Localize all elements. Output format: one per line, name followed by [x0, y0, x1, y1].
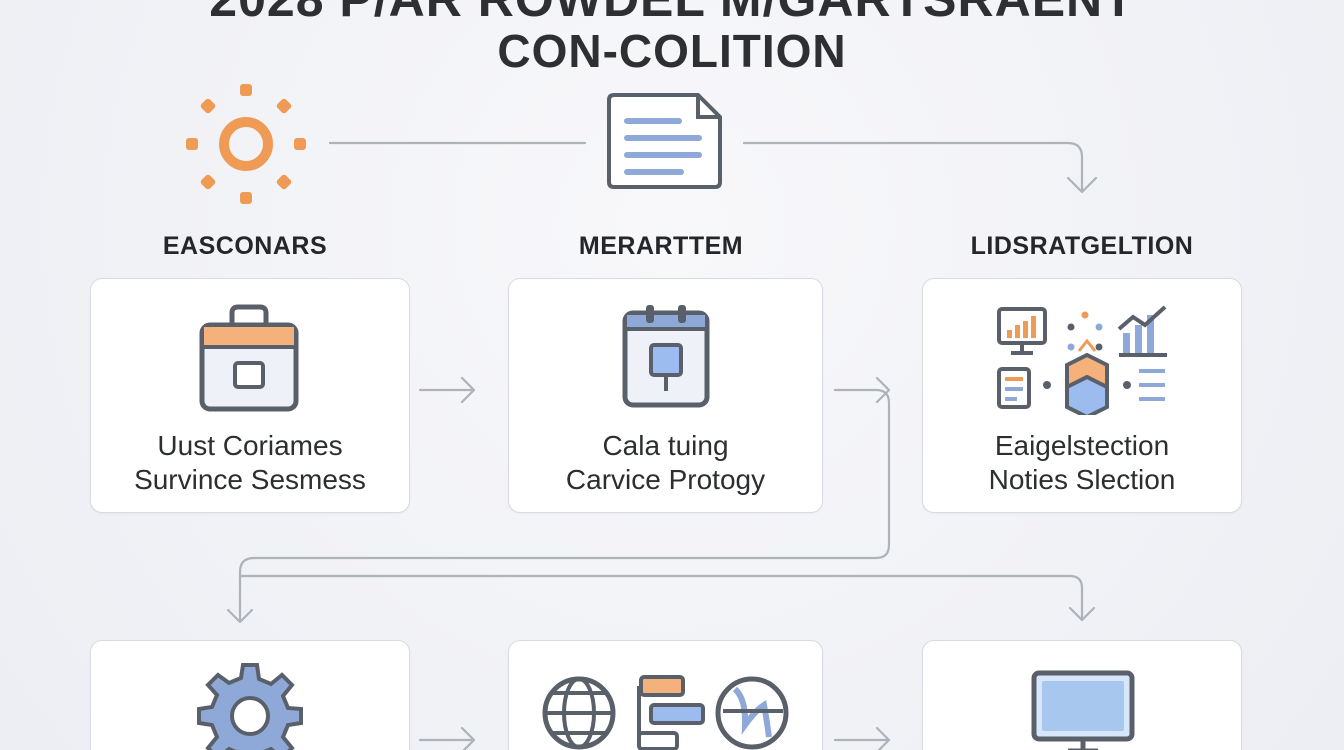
card-service-protogy-line-1: Cala tuing: [602, 430, 729, 461]
bag-icon: [199, 304, 299, 412]
connector-loop-arrowhead: [226, 608, 254, 624]
card-notes-selection: Eaigelstection Noties Slection: [922, 278, 1242, 513]
section-label-merarttem: MERARTTEM: [578, 232, 744, 260]
card-bottom-left: [90, 640, 410, 750]
page-title: 2028 P/AR ROWDEL M/GARTSRAENT: [0, 0, 1344, 28]
connector-row1-left-arrowhead: [460, 376, 476, 404]
section-label-easconars: EASCONARS: [162, 232, 328, 260]
document-icon: [607, 93, 722, 189]
connector-top-right-arrowhead: [1066, 176, 1098, 194]
card-user-services: Uust Coriames Survince Sesmess: [90, 278, 410, 513]
card-user-services-line-2: Survince Sesmess: [134, 464, 366, 495]
card-user-services-line-1: Uust Coriames: [157, 430, 343, 461]
card-service-protogy: Cala tuing Carvice Protogy: [508, 278, 823, 513]
connector-bottom-right-arrowhead: [1068, 606, 1096, 622]
sun-icon: [186, 84, 306, 204]
connector-bottom-right: [238, 574, 1084, 622]
monitor-icon: [1031, 670, 1135, 750]
card-service-protogy-line-2: Carvice Protogy: [565, 464, 766, 495]
connector-row2-left-arrowhead: [460, 726, 476, 750]
clipboard-icon: [622, 305, 710, 408]
card-bottom-middle: [508, 640, 823, 750]
section-label-lidsratgeltion: LIDSRATGELTION: [970, 232, 1194, 260]
globe-icon: [542, 675, 789, 750]
gear-icon: [197, 663, 303, 750]
card-notes-selection-line-2: Noties Slection: [988, 464, 1176, 495]
card-notes-selection-line-1: Eaigelstection: [994, 430, 1170, 461]
page-subtitle: CON-COLITION: [497, 25, 847, 77]
analytics-icon: [997, 305, 1167, 415]
connector-row1-right-arrowhead: [875, 376, 891, 404]
connector-row2-right-arrowhead: [875, 726, 891, 750]
connector-top-right: [742, 141, 1084, 192]
card-bottom-right: [922, 640, 1242, 750]
